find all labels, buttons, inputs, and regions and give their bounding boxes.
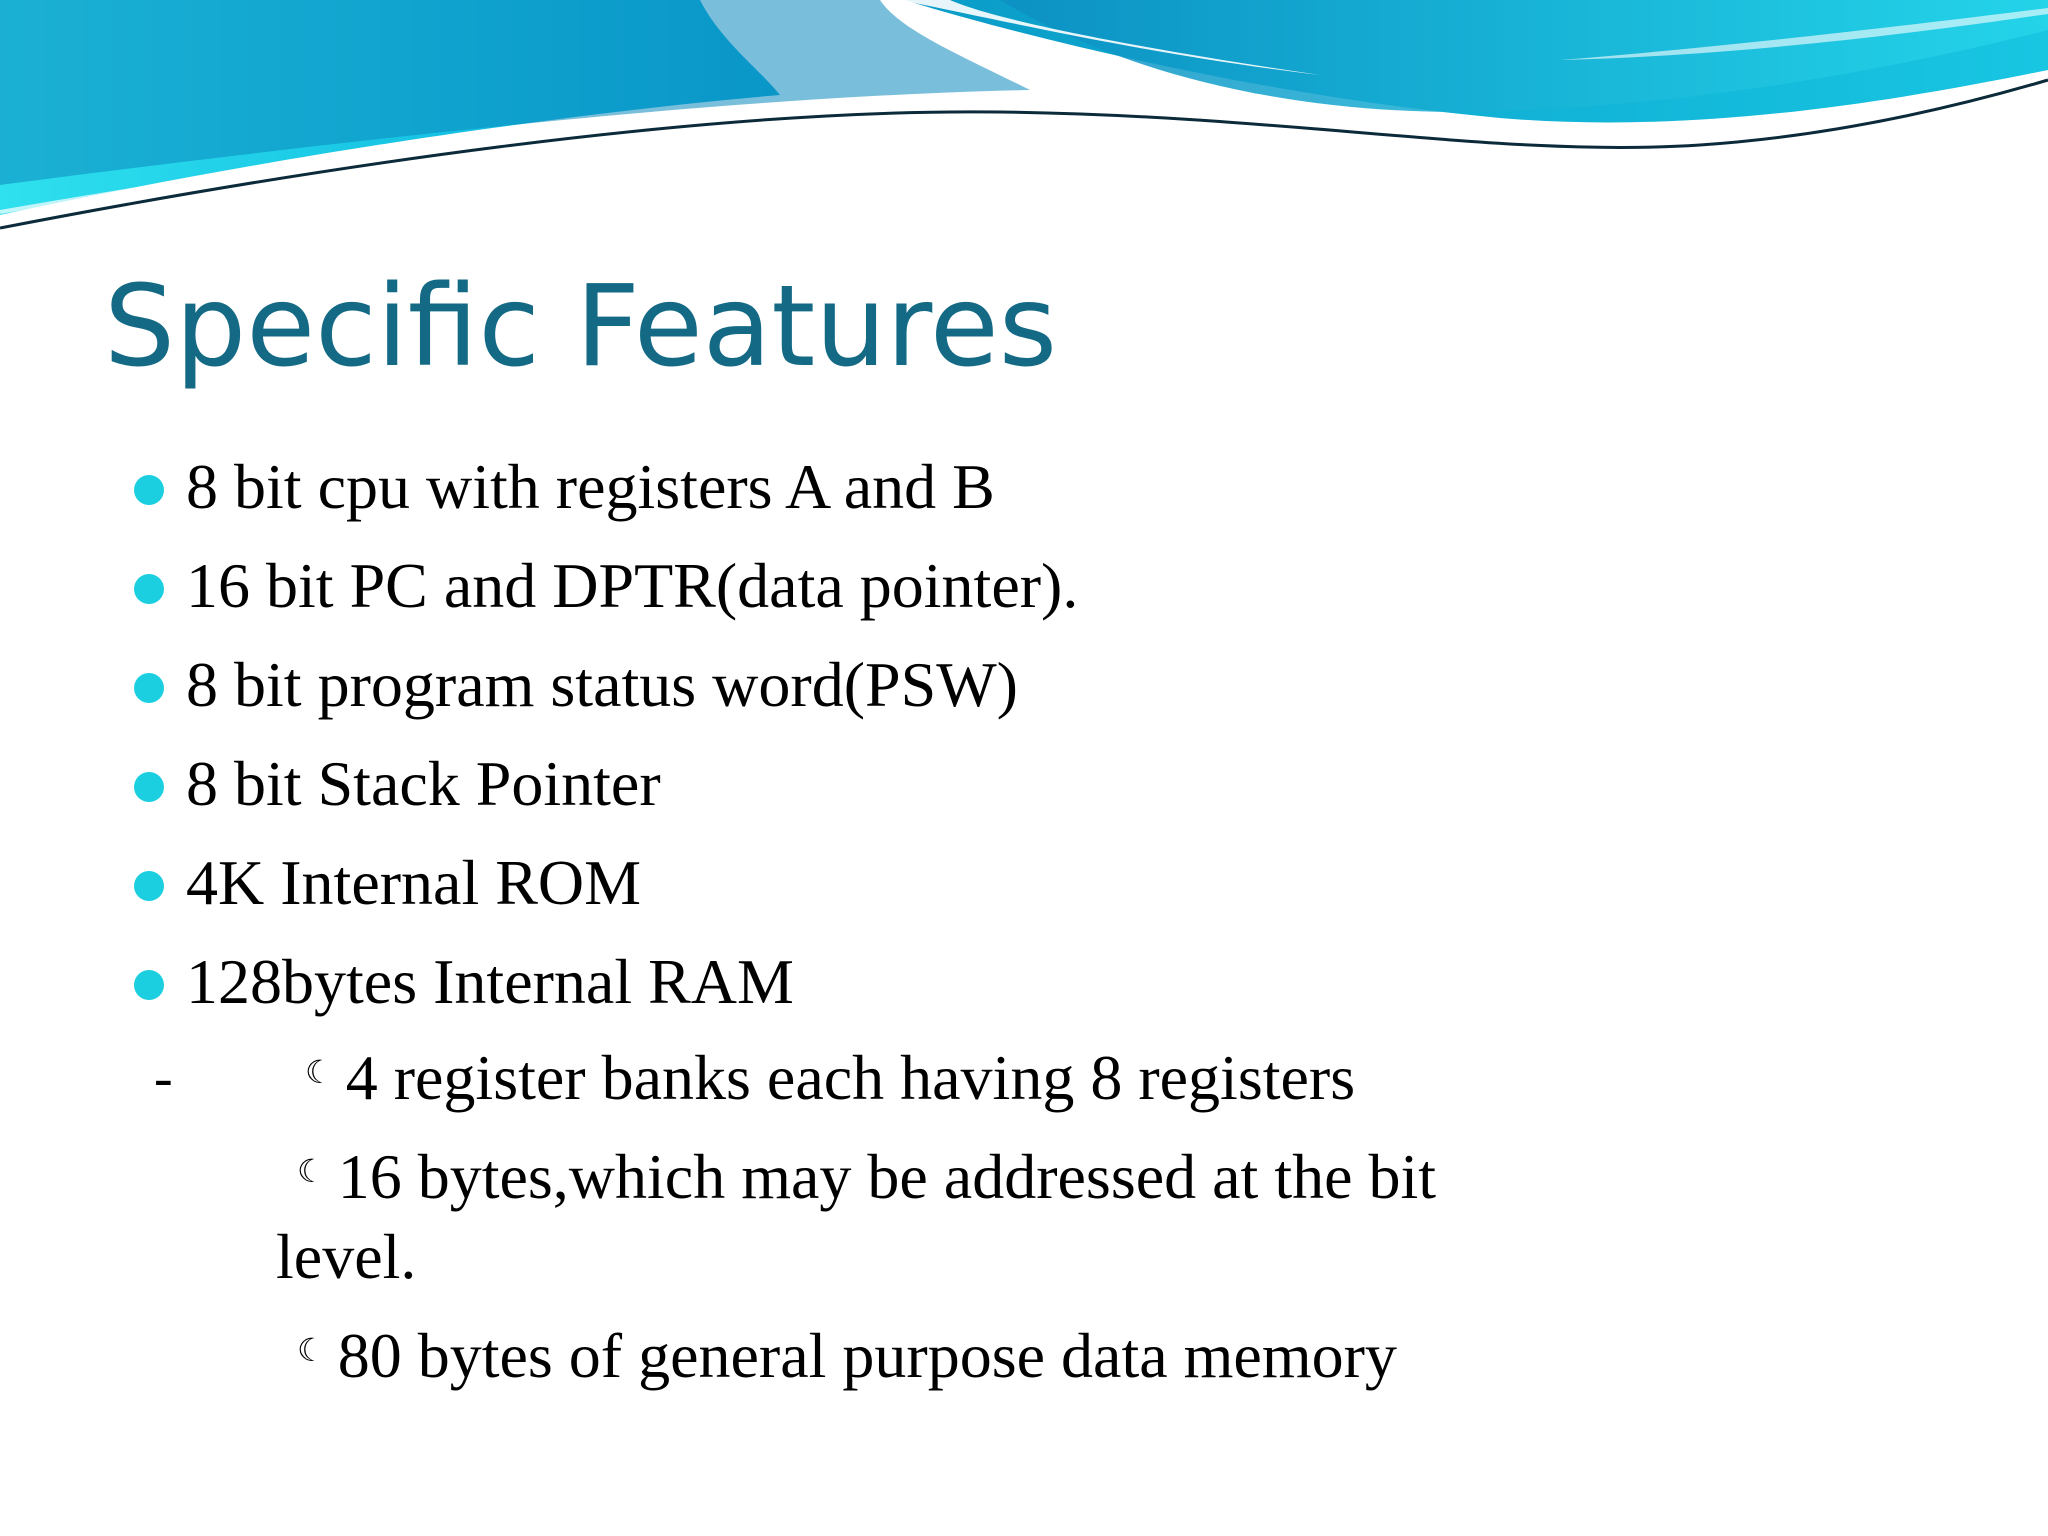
- crescent-moon-icon: ☾: [297, 1331, 326, 1369]
- sub-item-text: 16 bytes,which may be addressed at the b…: [337, 1141, 1437, 1212]
- sub-item-continuation: level.: [276, 1221, 417, 1292]
- bullet-text: 128bytes Internal RAM: [186, 946, 794, 1017]
- bullet-dot-icon: [134, 673, 164, 703]
- bullet-dot-icon: [134, 475, 164, 505]
- slide-title: Specific Features: [104, 262, 1058, 392]
- bullet-text: 8 bit Stack Pointer: [186, 748, 661, 819]
- bullet-text: 8 bit cpu with registers A and B: [186, 451, 995, 522]
- sub-item-text: 4 register banks each having 8 registers: [345, 1042, 1356, 1113]
- bullet-dot-icon: [134, 574, 164, 604]
- sub-item: ☾ 16 bytes,which may be addressed at the …: [297, 1137, 1436, 1217]
- bullet-dot-icon: [134, 970, 164, 1000]
- bullet-dot-icon: [134, 772, 164, 802]
- crescent-moon-icon: ☾: [297, 1152, 326, 1190]
- sub-item: ☾ 80 bytes of general purpose data memory: [297, 1316, 1397, 1396]
- sub-item-text: 80 bytes of general purpose data memory: [337, 1320, 1397, 1391]
- header-wave-decoration: [0, 0, 2048, 230]
- bullet-text: 8 bit program status word(PSW): [186, 649, 1018, 720]
- sub-item: ☾ 4 register banks each having 8 register…: [305, 1038, 1355, 1118]
- bullet-text: 16 bit PC and DPTR(data pointer).: [186, 550, 1079, 621]
- dash-marker: -: [154, 1047, 173, 1109]
- bullet-dot-icon: [134, 871, 164, 901]
- crescent-moon-icon: ☾: [305, 1053, 334, 1091]
- bullet-text: 4K Internal ROM: [186, 847, 642, 918]
